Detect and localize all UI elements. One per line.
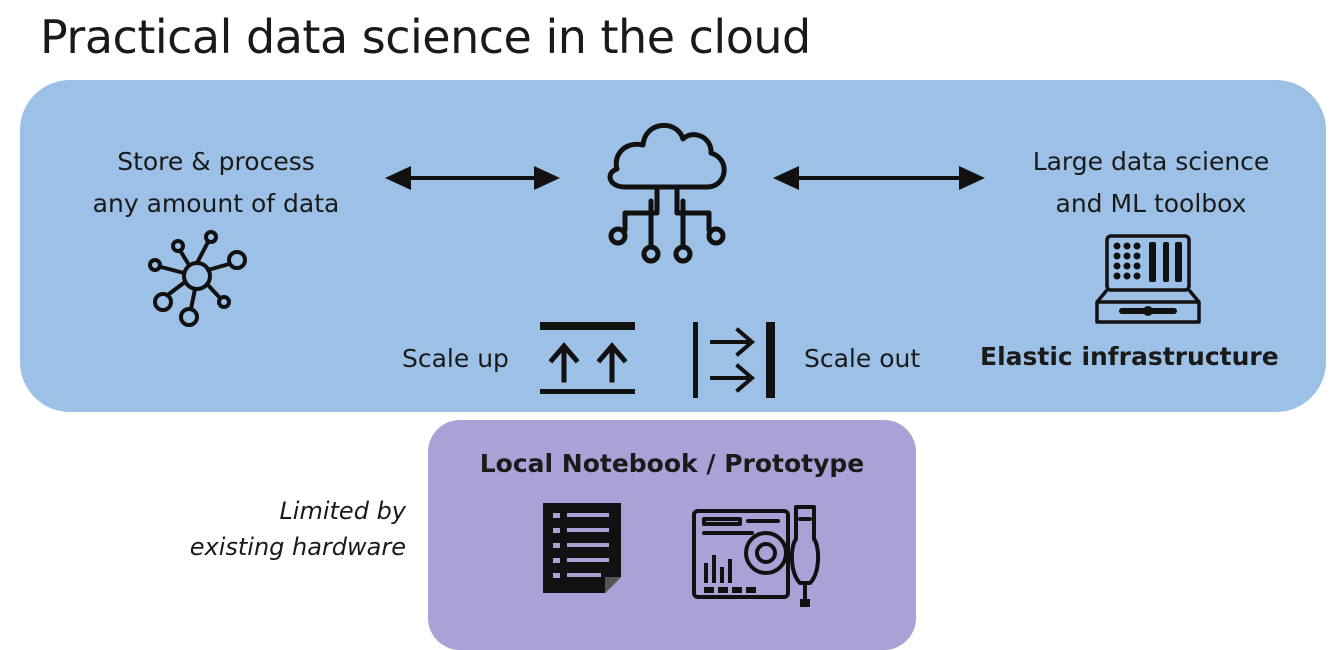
limited-line-1: Limited by xyxy=(279,497,406,525)
ml-toolbox-label: Large data science and ML toolbox xyxy=(995,141,1307,225)
hardware-device-icon xyxy=(692,505,821,607)
ml-toolbox-line-2: and ML toolbox xyxy=(1055,189,1247,218)
scale-up-icon xyxy=(540,322,635,394)
cloud-computing-icon xyxy=(607,122,727,264)
left-double-arrow-icon xyxy=(385,166,560,190)
scale-out-icon xyxy=(693,322,775,398)
network-node-icon xyxy=(148,230,247,327)
toolbox-icon xyxy=(1095,234,1201,324)
page-title: Practical data science in the cloud xyxy=(40,10,811,64)
store-process-line-2: any amount of data xyxy=(92,189,340,218)
local-notebook-panel xyxy=(428,420,916,650)
elastic-infrastructure-label: Elastic infrastructure xyxy=(980,342,1279,371)
scale-up-label: Scale up xyxy=(402,344,509,373)
store-process-label: Store & process any amount of data xyxy=(60,141,372,225)
limited-line-2: existing hardware xyxy=(189,533,406,561)
limited-hardware-label: Limited by existing hardware xyxy=(150,493,406,565)
notebook-document-icon xyxy=(543,503,621,593)
local-notebook-title: Local Notebook / Prototype xyxy=(479,449,865,478)
scale-out-label: Scale out xyxy=(804,344,921,373)
right-double-arrow-icon xyxy=(773,166,985,190)
ml-toolbox-line-1: Large data science xyxy=(1032,147,1270,176)
store-process-line-1: Store & process xyxy=(117,147,315,176)
